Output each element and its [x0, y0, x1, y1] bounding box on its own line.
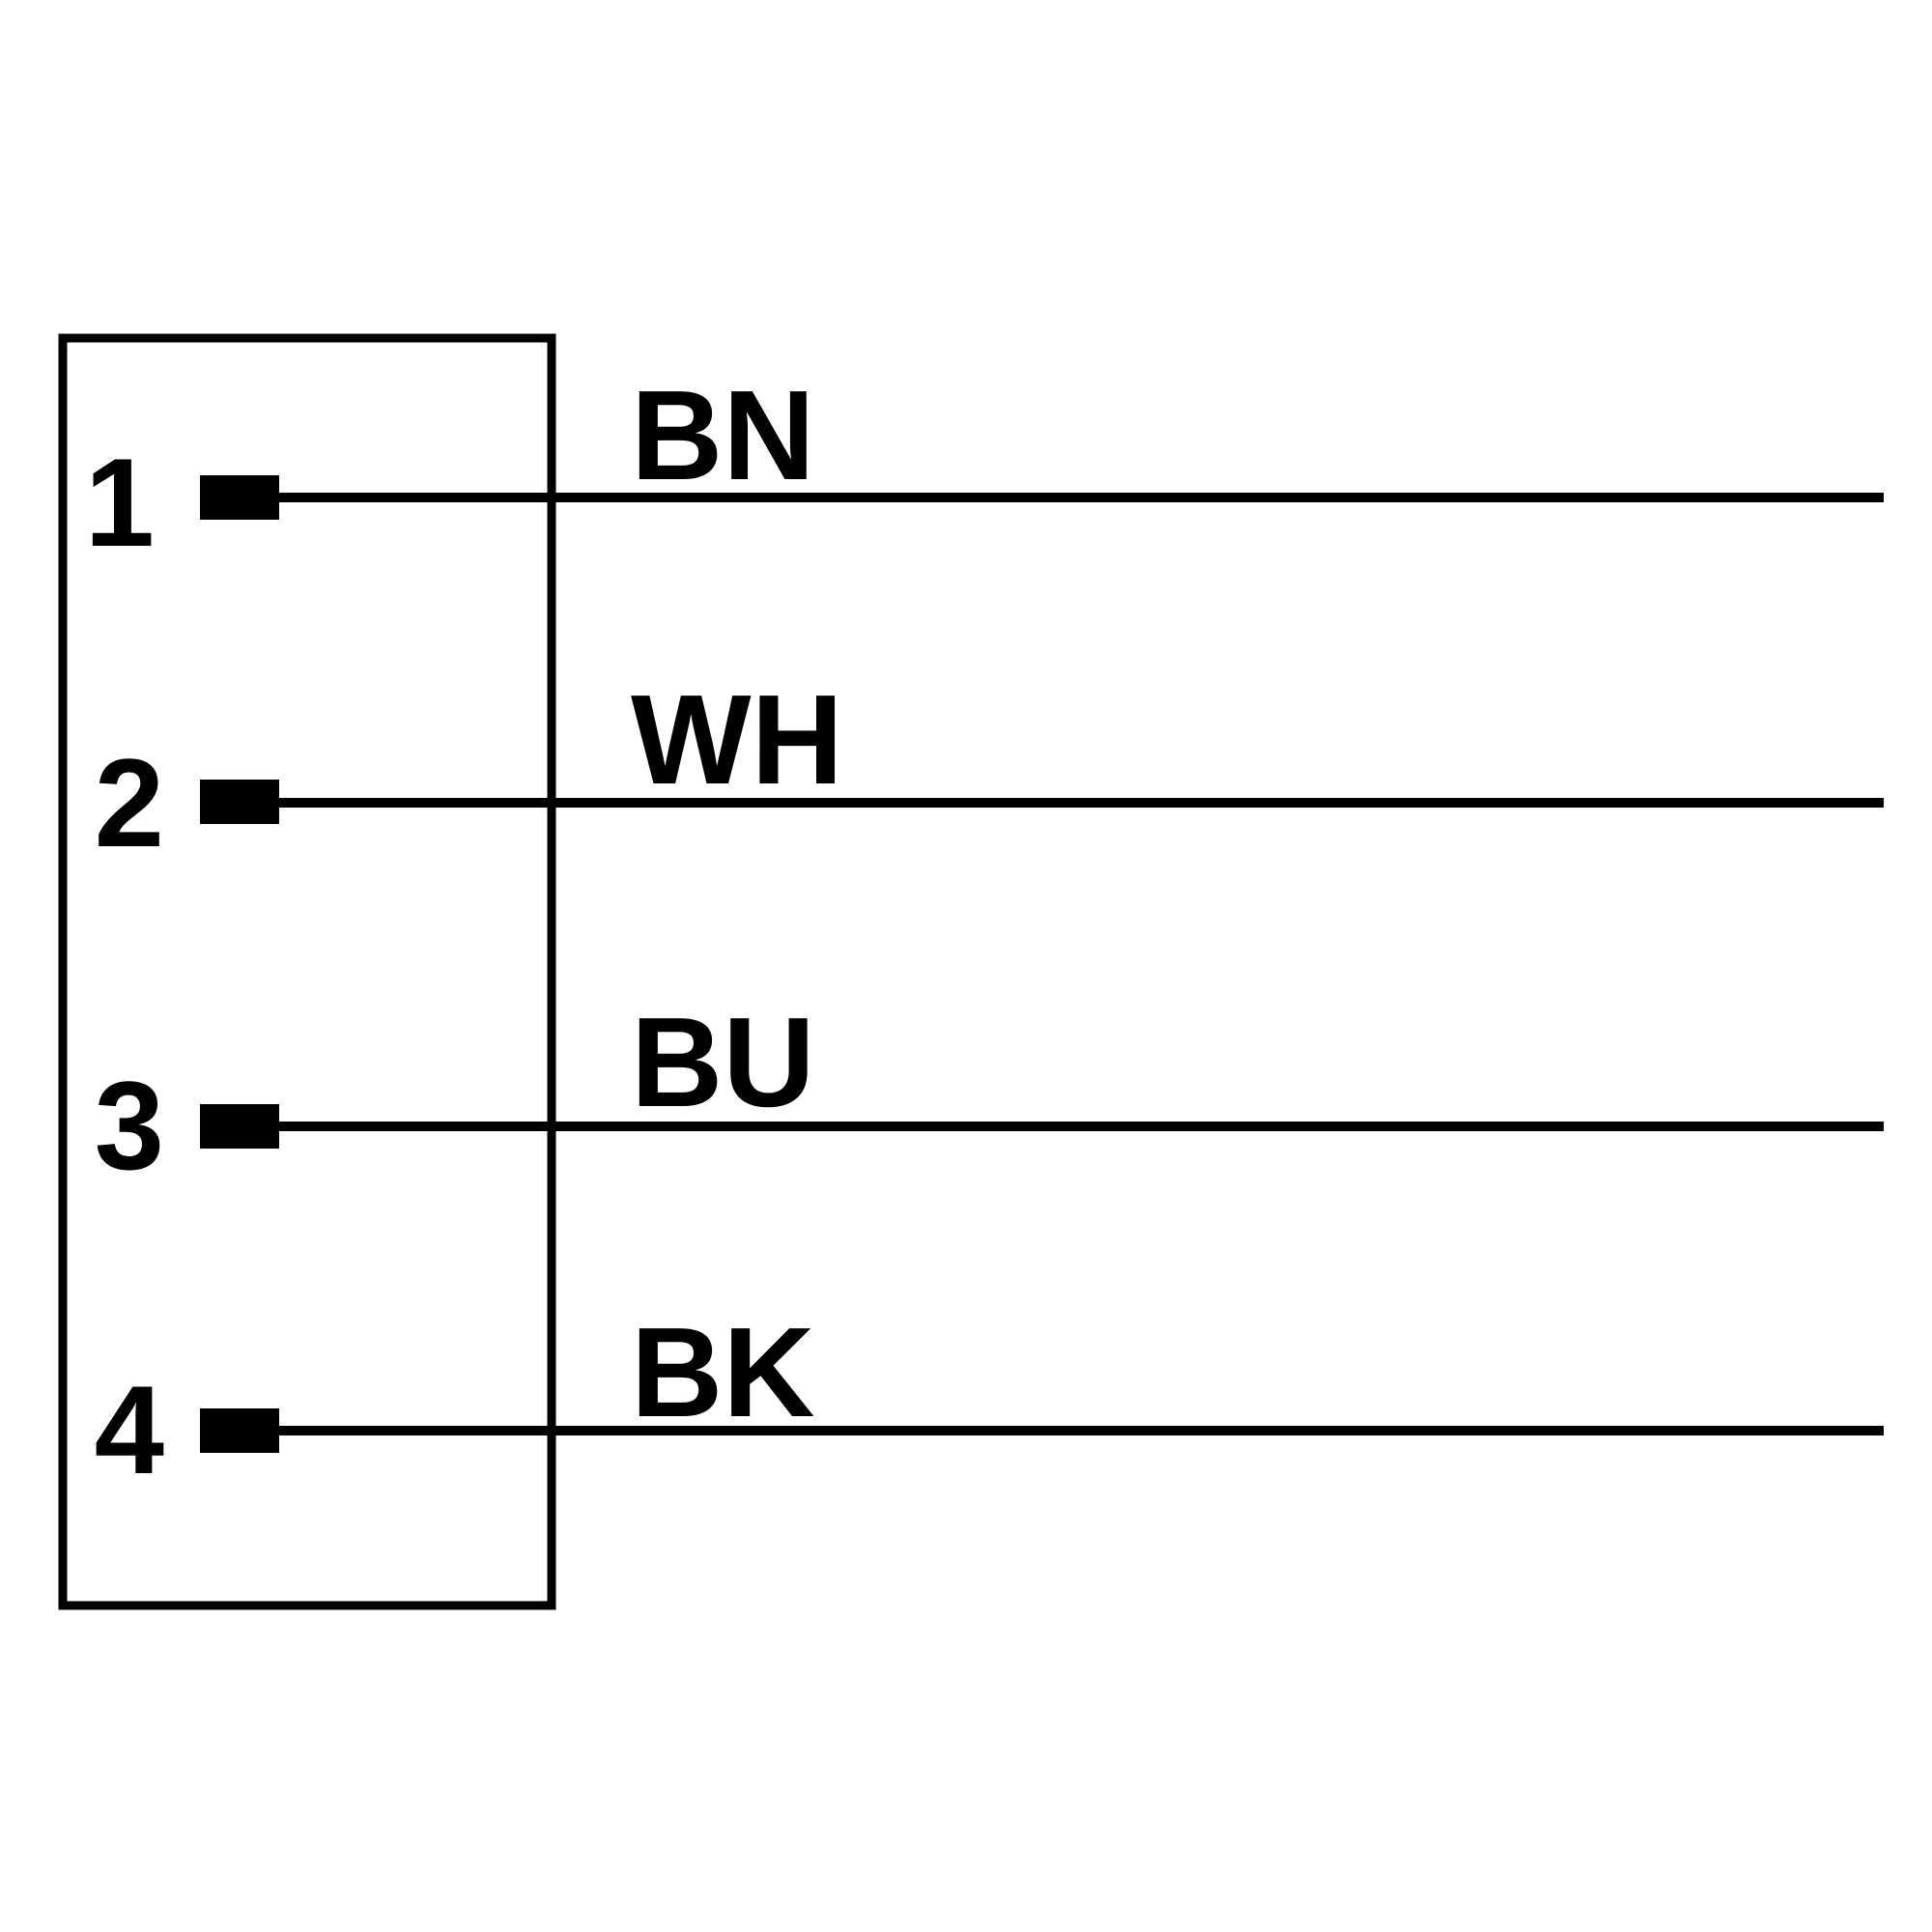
pin-number: 2: [95, 732, 164, 873]
wire-label: BU: [631, 991, 815, 1133]
pin-contact: [200, 1104, 279, 1149]
pin-contact: [200, 475, 279, 520]
pin-row-3: 3 BU: [95, 991, 1884, 1196]
pin-number: 4: [95, 1359, 164, 1500]
pin-row-4: 4 BK: [95, 1301, 1884, 1500]
wire-label: BN: [631, 364, 815, 506]
pin-row-1: 1 BN: [85, 364, 1884, 573]
pin-number: 1: [85, 432, 155, 573]
pin-contact: [200, 1408, 279, 1453]
pin-row-2: 2 WH: [95, 668, 1884, 873]
pin-contact: [200, 780, 279, 824]
pin-number: 3: [95, 1055, 164, 1196]
wire-label: WH: [631, 668, 843, 810]
connector-housing: [58, 333, 556, 1610]
wire-label: BK: [631, 1301, 815, 1443]
